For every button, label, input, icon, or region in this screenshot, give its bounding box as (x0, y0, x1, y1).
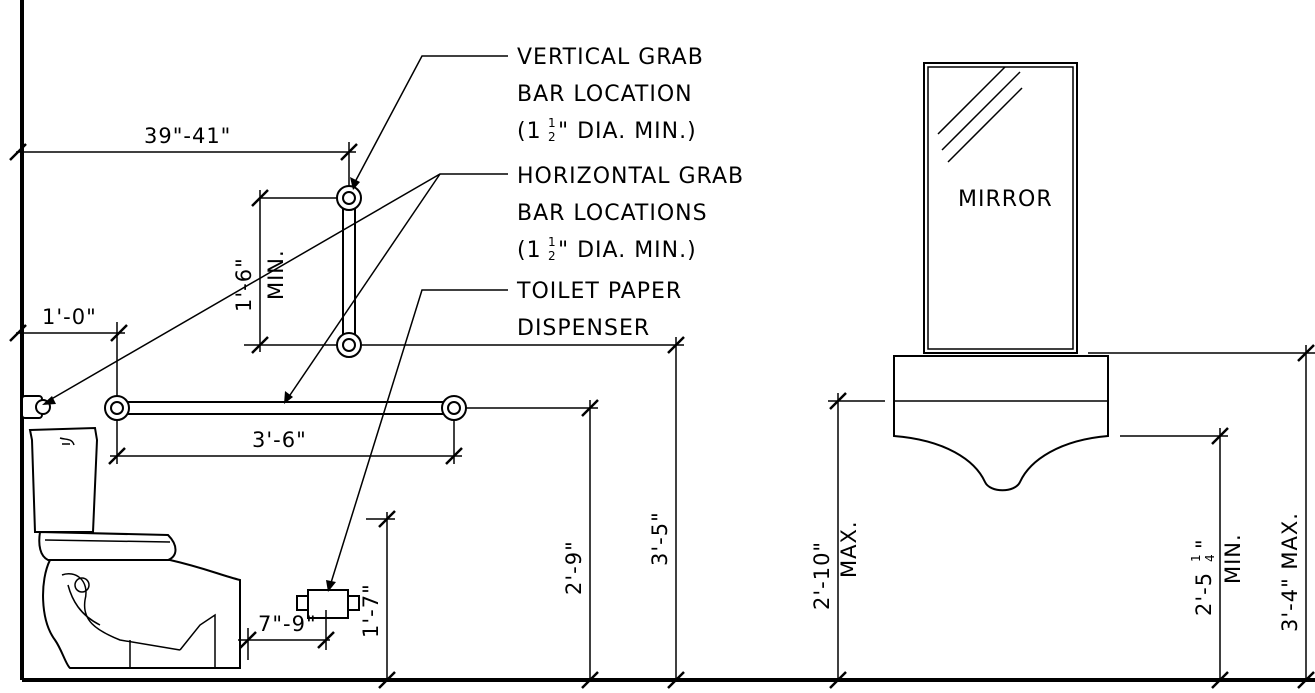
toilet-icon (28, 426, 241, 669)
dim-3-5: 3'-5" (648, 511, 672, 566)
dim-39-41: 39"-41" (144, 124, 231, 148)
callout-vertical-frac-den: 2 (548, 130, 557, 144)
callout-vertical-frac-num: 1 (548, 116, 557, 130)
dim-2-10-max: MAX. (837, 520, 861, 578)
callout-vertical-line2: BAR LOCATION (517, 82, 693, 107)
mirror-icon (923, 62, 1078, 354)
callout-horizontal-line3-post: " DIA. MIN.) (558, 238, 697, 263)
dim-3-6: 3'-6" (252, 428, 307, 452)
callout-toilet-paper: TOILET PAPER DISPENSER (516, 279, 682, 341)
callout-vertical-line1: VERTICAL GRAB (517, 45, 704, 70)
dim-1-0: 1'-0" (42, 305, 97, 329)
callout-horizontal-line1: HORIZONTAL GRAB (517, 164, 744, 189)
mirror-label: MIRROR (958, 187, 1053, 212)
callout-vertical-line3-post: " DIA. MIN.) (558, 119, 697, 144)
dim-2-5-den: 4 (1203, 553, 1217, 562)
dim-2-10: 2'-10" (810, 541, 834, 610)
callout-horizontal-frac-den: 2 (548, 249, 557, 263)
dim-1-6: 1'-6" (232, 257, 256, 312)
callout-horizontal-line2: BAR LOCATIONS (517, 201, 708, 226)
dim-2-5-post: " (1192, 538, 1216, 549)
dimension-lines (9, 142, 1315, 689)
callout-vertical-line3-pre: (1 (517, 119, 542, 144)
callout-horizontal-grab-bar: HORIZONTAL GRAB BAR LOCATIONS (1 1 2 " D… (517, 164, 744, 263)
sink-icon (893, 355, 1109, 492)
vertical-grab-bar (336, 185, 362, 358)
dim-2-5-num: 1 (1189, 553, 1203, 562)
leader-lines (42, 55, 508, 592)
dim-7-9: 7"-9" (258, 612, 317, 636)
callout-horizontal-line3-pre: (1 (517, 238, 542, 263)
dim-1-7: 1'-7" (359, 583, 383, 638)
callout-tp-line2: DISPENSER (517, 316, 650, 341)
dim-1-6-min: MIN. (264, 249, 288, 300)
dim-2-9: 2'-9" (562, 540, 586, 595)
callout-horizontal-frac-num: 1 (548, 235, 557, 249)
dim-3-4-max: 3'-4" MAX. (1278, 512, 1302, 632)
room-outline (20, 0, 1315, 682)
wall-fixture-icon (21, 395, 51, 419)
dim-2-5-pre: 2'-5 (1192, 572, 1216, 616)
dim-2-5-min: MIN. (1221, 533, 1245, 584)
callout-vertical-grab-bar: VERTICAL GRAB BAR LOCATION (1 1 2 " DIA.… (517, 45, 704, 144)
callout-tp-line1: TOILET PAPER (516, 279, 682, 304)
